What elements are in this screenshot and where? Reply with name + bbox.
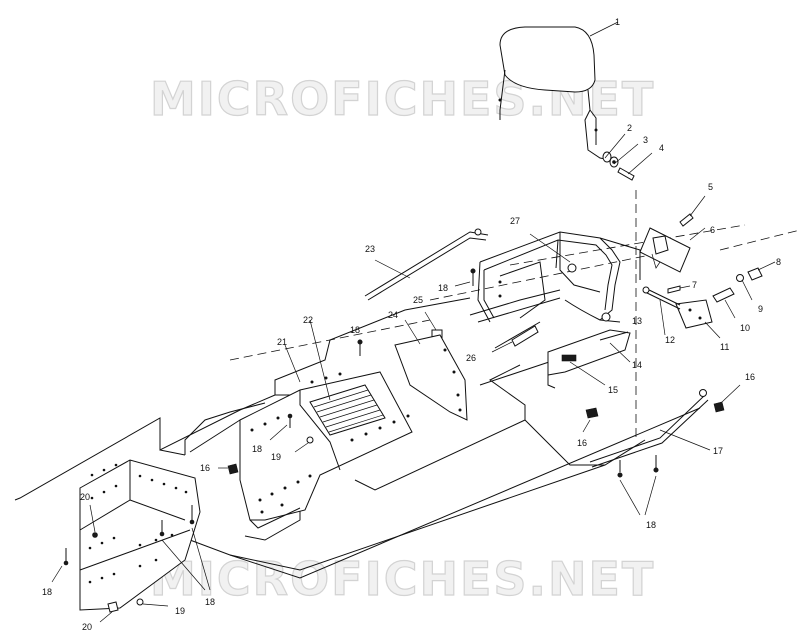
callout-19-front: 19 xyxy=(175,606,185,616)
callout-1: 1 xyxy=(615,17,620,27)
callout-22: 22 xyxy=(303,315,313,325)
callout-16-right: 16 xyxy=(745,372,755,382)
callout-19-board: 19 xyxy=(271,452,281,462)
callout-26: 26 xyxy=(466,353,476,363)
callout-10: 10 xyxy=(740,323,750,333)
callout-16-left: 16 xyxy=(200,463,210,473)
callout-5: 5 xyxy=(708,182,713,192)
callout-15: 15 xyxy=(608,385,618,395)
callout-18-rod: 18 xyxy=(646,520,656,530)
callout-21: 21 xyxy=(277,337,287,347)
part-26-spring xyxy=(491,321,541,353)
part-25-bushing xyxy=(424,311,443,339)
part-5-bolt xyxy=(679,195,706,227)
callout-11: 11 xyxy=(720,342,729,352)
part-10-11-hinge xyxy=(675,287,736,339)
callout-13: 13 xyxy=(632,316,642,326)
callout-20-bottom: 20 xyxy=(82,622,92,632)
parts-2-3-4-fasteners xyxy=(602,133,653,181)
part-20-bolts xyxy=(89,504,119,623)
part-21-running-board xyxy=(189,371,413,529)
callout-27: 27 xyxy=(510,216,520,226)
part-18-pins xyxy=(51,268,659,591)
callout-25: 25 xyxy=(413,295,423,305)
part-16-nuts xyxy=(218,384,741,475)
part-27-rear-bumper xyxy=(469,231,641,323)
part-15-bracket xyxy=(547,329,631,389)
callout-18-center: 18 xyxy=(350,325,360,335)
callout-20-top: 20 xyxy=(80,492,90,502)
watermark-bottom: MICROFICHES.NET xyxy=(150,552,655,606)
callout-18-front: 18 xyxy=(205,597,215,607)
callout-23: 23 xyxy=(365,244,375,254)
callout-7: 7 xyxy=(692,280,697,290)
callout-18-bumper: 18 xyxy=(438,283,448,293)
callout-14: 14 xyxy=(632,360,642,370)
part-19-washers xyxy=(136,436,314,607)
part-1-backrest xyxy=(498,26,611,161)
callout-17: 17 xyxy=(713,446,723,456)
callout-6: 6 xyxy=(710,225,715,235)
parts-8-9-fasteners xyxy=(736,261,776,301)
part-17-rod xyxy=(589,389,711,468)
part-23-rod xyxy=(364,228,489,301)
callout-4: 4 xyxy=(659,143,664,153)
callout-18-left: 18 xyxy=(42,587,52,597)
part-24-mud-flap xyxy=(394,319,468,421)
part-22-footrest-tread xyxy=(309,319,386,436)
part-6-taillight xyxy=(639,227,706,273)
front-chassis-section xyxy=(79,459,201,611)
callout-16-middle: 16 xyxy=(577,438,587,448)
part-7-pin xyxy=(667,285,691,294)
callout-8: 8 xyxy=(776,257,781,267)
callout-9: 9 xyxy=(758,304,763,314)
callout-12: 12 xyxy=(665,335,675,345)
part-12-bolt xyxy=(642,286,681,336)
callout-2: 2 xyxy=(627,123,632,133)
callout-labels: 1 2 3 4 5 6 7 8 9 10 11 12 13 14 15 16 1… xyxy=(42,17,781,632)
callout-3: 3 xyxy=(643,135,648,145)
callout-18-board: 18 xyxy=(252,444,262,454)
callout-24: 24 xyxy=(388,310,398,320)
